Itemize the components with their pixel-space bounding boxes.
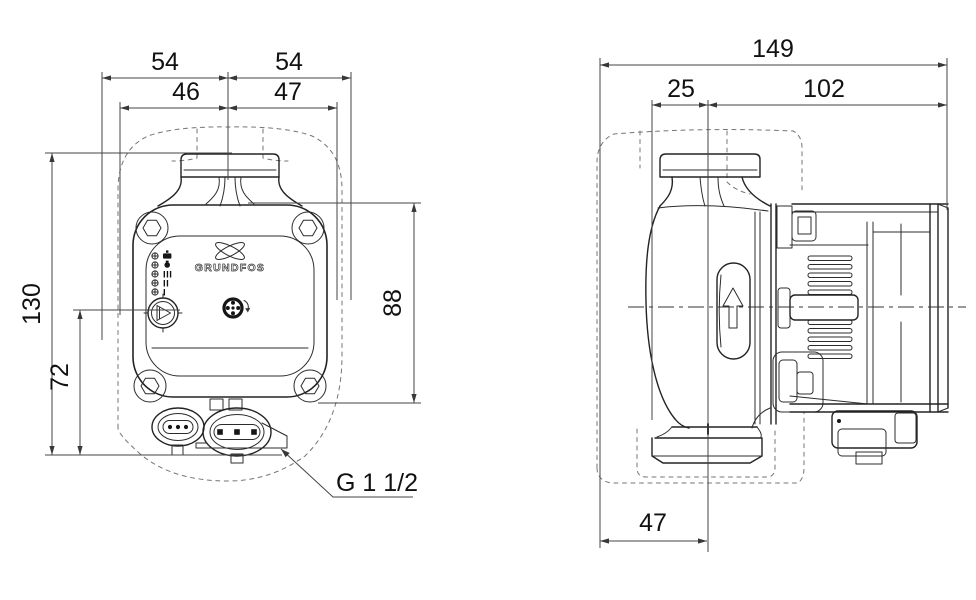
- flower-button-icon: [222, 297, 244, 319]
- side-power-connector: [831, 410, 918, 465]
- power-connector: [202, 407, 272, 464]
- dim-height-dial: 72: [46, 310, 83, 455]
- speed-mark-3: III: [163, 270, 172, 281]
- front-view: GRUNDFOS III II I: [18, 48, 421, 498]
- pump-cap: [180, 153, 280, 178]
- front-dashed-outline: [117, 126, 343, 482]
- threaded-port-plate: [195, 422, 288, 449]
- dim-width-left: 54 54: [102, 48, 351, 81]
- hex-screw-icon: [293, 369, 327, 403]
- motor-flange: [770, 203, 824, 425]
- side-dashed-outline: [596, 129, 805, 484]
- dim-label-height-body: 88: [379, 289, 407, 317]
- volute-housing: [645, 205, 771, 429]
- dim-connection-leader: G 1 1/2: [280, 448, 418, 498]
- dim-height-body: 88: [379, 203, 417, 403]
- hex-screw-icon: [133, 369, 167, 403]
- bottom-connectors: [151, 398, 288, 464]
- dim-label-height-dial: 72: [46, 363, 74, 391]
- corner-screws: [133, 211, 327, 403]
- dim-label-port-right: 47: [274, 78, 302, 106]
- motor-body: [777, 203, 949, 413]
- cooling-fins: [807, 255, 853, 359]
- dim-depth-split: 25 102: [652, 75, 947, 108]
- face-panel: [145, 235, 315, 377]
- pump-neck: [157, 176, 303, 207]
- bearing-plug-boss: [716, 262, 751, 360]
- up-arrow-icon: [722, 287, 744, 329]
- logo-text: GRUNDFOS: [195, 262, 265, 274]
- dim-label-connection: G 1 1/2: [336, 469, 418, 497]
- front-pump-drawing: GRUNDFOS III II I: [132, 153, 328, 464]
- dim-label-width-left: 54: [151, 48, 179, 76]
- dim-label-port-offset: 47: [639, 509, 667, 537]
- dim-height-total: 130: [18, 153, 55, 455]
- dim-label-depth-front: 25: [667, 75, 695, 103]
- side-pump-drawing: [628, 153, 966, 465]
- side-view: 149 25 102 47: [596, 35, 966, 552]
- setting-dial: [143, 293, 183, 333]
- led-indicators: III II I: [151, 250, 172, 299]
- dim-label-depth-motor: 102: [803, 75, 845, 103]
- push-button: [222, 297, 251, 319]
- dim-label-port-left: 46: [172, 78, 200, 106]
- grundfos-swoosh-icon: [215, 242, 245, 260]
- dim-label-length-total: 149: [752, 35, 794, 63]
- dim-length-total: 149: [600, 35, 947, 68]
- hex-screw-icon: [291, 211, 325, 245]
- grundfos-logo: GRUNDFOS: [194, 242, 265, 274]
- mode-pictogram-icons: [163, 250, 172, 268]
- side-pump-cap: [659, 153, 761, 178]
- side-pump-neck: [657, 176, 771, 212]
- dim-label-width-right: 54: [275, 48, 303, 76]
- pump-body: [132, 204, 328, 398]
- dim-label-height-total: 130: [18, 283, 46, 325]
- speed-mark-1: I: [163, 288, 166, 299]
- dim-port-spacing: 46 47: [120, 78, 337, 111]
- led-cross-icon: [151, 252, 159, 296]
- front-dimensions: 54 54 46 47 130: [18, 48, 421, 498]
- dial-icon: [156, 305, 171, 321]
- speed-mark-2: II: [163, 279, 169, 290]
- side-dimensions: 149 25 102 47: [599, 35, 948, 552]
- hex-screw-icon: [135, 211, 169, 245]
- dim-port-offset: 47: [600, 509, 707, 544]
